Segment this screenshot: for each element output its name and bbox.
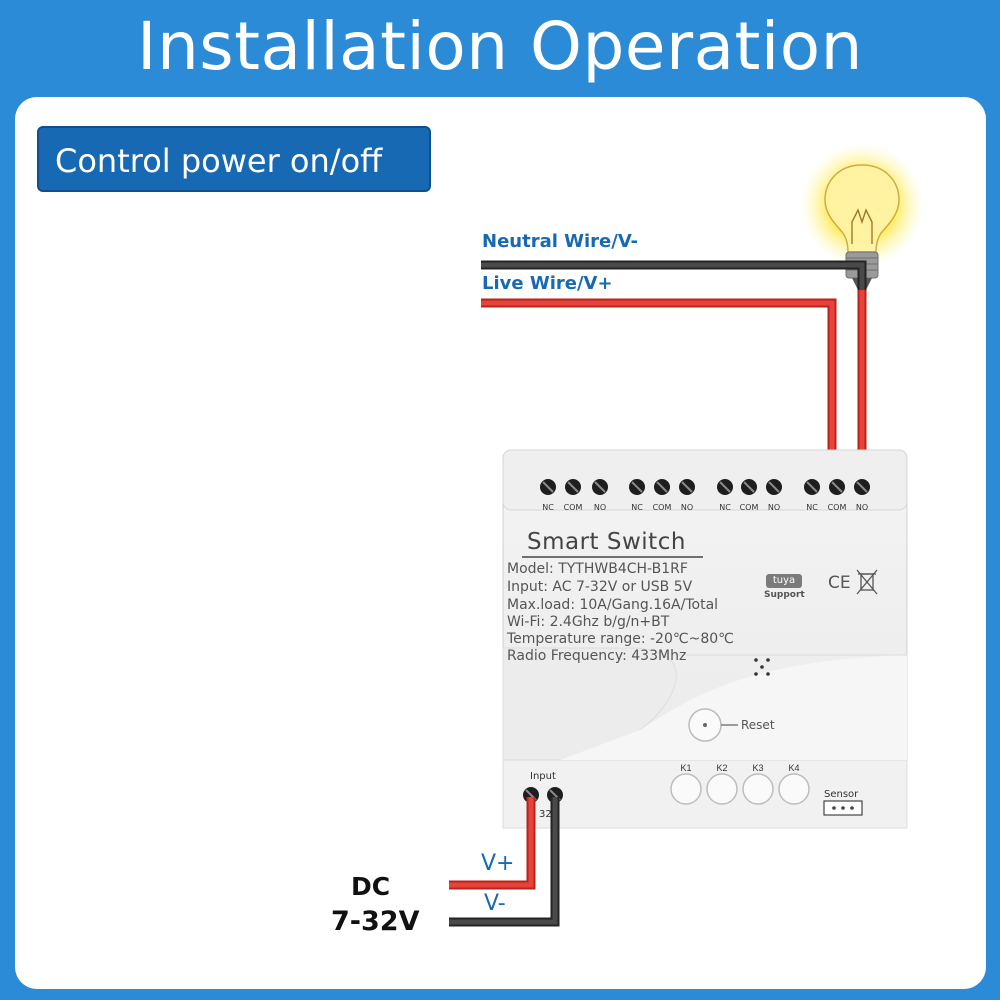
screw-slot — [594, 481, 606, 493]
tuya-logo-text: tuya — [772, 575, 796, 586]
terminal-label: COM — [652, 503, 672, 512]
terminal-label: NO — [767, 503, 781, 512]
reset-label: Reset — [741, 718, 775, 732]
k2-button — [706, 773, 738, 805]
screw-slot — [856, 481, 868, 493]
terminal-label: NC — [631, 503, 643, 512]
spec-line: Temperature range: -20℃~80℃ — [507, 631, 734, 647]
terminal-label: NO — [680, 503, 694, 512]
screw-slot — [681, 481, 693, 493]
spec-line: Wi-Fi: 2.4Ghz b/g/n+BT — [507, 614, 670, 630]
neutral-wire-label: Neutral Wire/V- — [482, 231, 638, 252]
input-terminal-label: 32 — [539, 809, 552, 820]
live-wire-label: Live Wire/V+ — [482, 273, 613, 294]
screw-slot — [567, 481, 579, 493]
terminal-label: NO — [593, 503, 607, 512]
spec-line: Max.load: 10A/Gang.16A/Total — [507, 597, 719, 613]
vminus-label: V- — [484, 891, 506, 916]
k3-label: K3 — [752, 763, 764, 773]
screw-slot — [806, 481, 818, 493]
screw-slot — [631, 481, 643, 493]
section-badge: Control power on/off — [37, 126, 431, 192]
dc-voltage-label: 7-32V — [331, 906, 420, 937]
sensor-label: Sensor — [824, 789, 859, 800]
terminal-block — [540, 479, 870, 495]
vplus-label: V+ — [481, 851, 515, 876]
k1-button — [670, 773, 702, 805]
dc-live-wire — [449, 797, 536, 890]
live-wire — [481, 290, 867, 478]
reset-button — [688, 708, 738, 742]
smart-switch-device — [502, 449, 908, 829]
k1-label: K1 — [680, 763, 692, 773]
screw-slot — [719, 481, 731, 493]
dc-neutral-wire — [449, 797, 560, 927]
page-title: Installation Operation — [137, 8, 863, 85]
device-name: Smart Switch — [527, 529, 686, 555]
terminal-label: COM — [827, 503, 847, 512]
spec-line: Radio Frequency: 433Mhz — [507, 648, 687, 664]
input-label: Input — [530, 771, 556, 782]
support-label: Support — [764, 590, 805, 600]
terminal-label: NC — [806, 503, 818, 512]
spec-line: Input: AC 7-32V or USB 5V — [507, 579, 693, 595]
k4-label: K4 — [788, 763, 800, 773]
terminal-label: COM — [563, 503, 583, 512]
dc-label: DC — [351, 872, 391, 901]
screw-slot — [656, 481, 668, 493]
spec-line: Model: TYTHWB4CH-B1RF — [507, 561, 688, 577]
screw-slot — [743, 481, 755, 493]
indicator-dots — [754, 658, 770, 676]
screw-slot — [542, 481, 554, 493]
sensor-port — [823, 800, 863, 816]
screw-slot — [768, 481, 780, 493]
weee-bin-icon — [856, 569, 878, 595]
k4-button — [778, 773, 810, 805]
k2-label: K2 — [716, 763, 728, 773]
terminal-label: NC — [542, 503, 554, 512]
tuya-logo — [766, 574, 802, 588]
ce-mark: CE — [828, 573, 851, 593]
screw-slot — [831, 481, 843, 493]
neutral-wire — [481, 260, 867, 478]
k-buttons — [670, 773, 810, 805]
terminal-label: NC — [719, 503, 731, 512]
k3-button — [742, 773, 774, 805]
terminal-label: NO — [855, 503, 869, 512]
terminal-label: COM — [739, 503, 759, 512]
